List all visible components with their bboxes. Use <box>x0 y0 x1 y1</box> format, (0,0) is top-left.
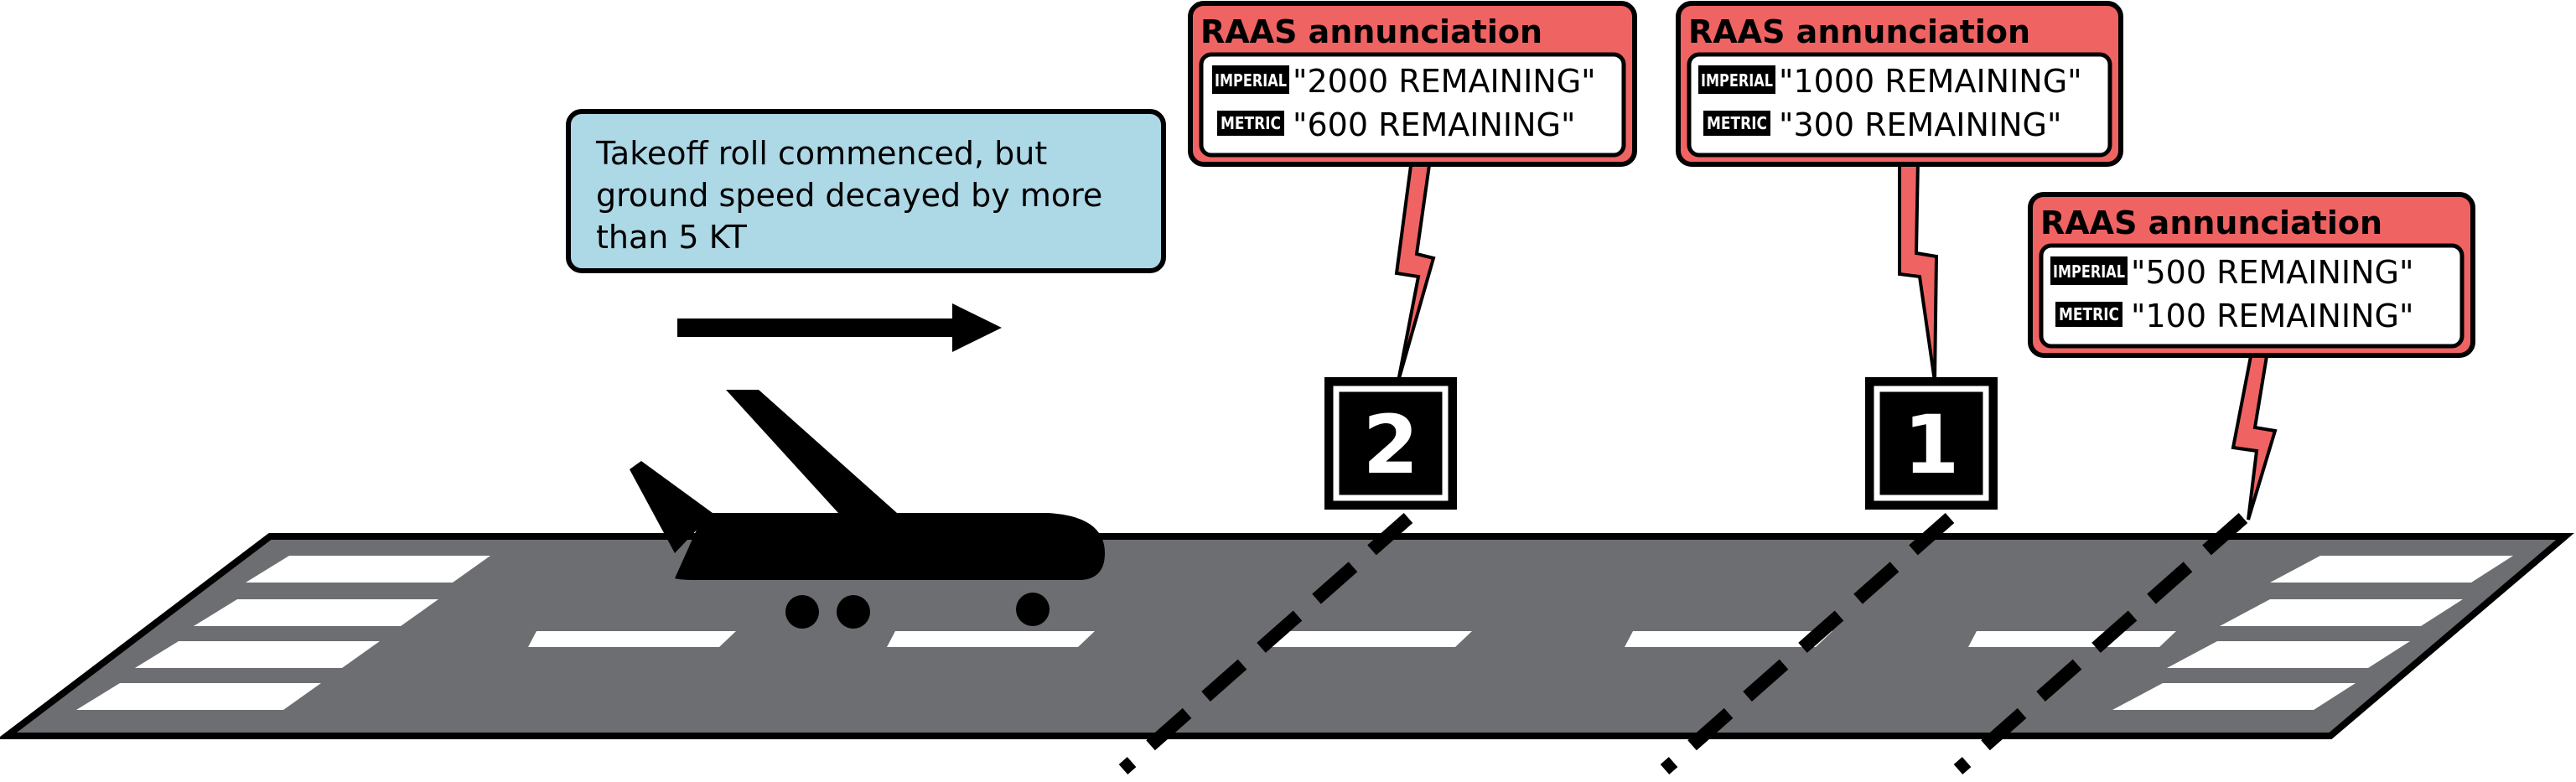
aircraft-icon <box>630 390 1105 629</box>
raas-callout-3: RAAS annunciation IMPERIAL "500 REMAININ… <box>2028 192 2475 358</box>
callout-1-metric-tag: METRIC <box>1221 113 1281 133</box>
info-line-1: Takeoff roll commenced, but <box>595 135 1047 172</box>
callout-1-metric-text: "600 REMAINING" <box>1293 106 1575 143</box>
direction-arrow-icon <box>677 303 1002 352</box>
callout-1-imperial-tag: IMPERIAL <box>1215 70 1287 91</box>
info-line-3: than 5 KT <box>596 219 748 256</box>
distance-sign-1: 1 <box>1865 377 1998 510</box>
callout-2-metric-text: "300 REMAINING" <box>1779 106 2061 143</box>
raas-callout-1: RAAS annunciation IMPERIAL "2000 REMAINI… <box>1188 1 1637 167</box>
callout-3-metric-text: "100 REMAINING" <box>2131 298 2413 334</box>
imperial-tag-bg <box>1698 65 1775 94</box>
lightning-bolt-icon <box>1394 158 2278 520</box>
threshold-markings-right <box>2112 556 2513 710</box>
metric-tag-bg <box>2055 302 2122 327</box>
info-line-2: ground speed decayed by more <box>596 177 1102 214</box>
callout-1-title: RAAS annunciation <box>1200 13 1542 50</box>
callout-3-metric-tag: METRIC <box>2059 304 2119 324</box>
imperial-tag-bg <box>1212 65 1289 94</box>
callout-3-imperial-tag: IMPERIAL <box>2053 262 2125 282</box>
callout-3-imperial-text: "500 REMAINING" <box>2131 254 2413 291</box>
imperial-tag-bg <box>2050 256 2128 285</box>
metric-tag-bg <box>1217 111 1284 136</box>
centerline-markings <box>528 631 2176 647</box>
info-box: Takeoff roll commenced, but ground speed… <box>566 109 1166 273</box>
metric-tag-bg <box>1703 111 1770 136</box>
distance-sign-1-label: 1 <box>1904 398 1960 492</box>
distance-lines <box>1118 513 2248 774</box>
callout-2-imperial-tag: IMPERIAL <box>1701 70 1773 91</box>
callout-2-title: RAAS annunciation <box>1688 13 2030 50</box>
callout-3-title: RAAS annunciation <box>2040 205 2382 241</box>
callout-1-imperial-text: "2000 REMAINING" <box>1293 63 1596 100</box>
distance-sign-2: 2 <box>1324 377 1457 510</box>
raas-callout-2: RAAS annunciation IMPERIAL "1000 REMAINI… <box>1676 1 2123 167</box>
distance-sign-2-label: 2 <box>1363 398 1419 492</box>
threshold-markings-left <box>76 556 490 710</box>
callout-2-imperial-text: "1000 REMAINING" <box>1779 63 2082 100</box>
callout-2-metric-tag: METRIC <box>1707 113 1767 133</box>
